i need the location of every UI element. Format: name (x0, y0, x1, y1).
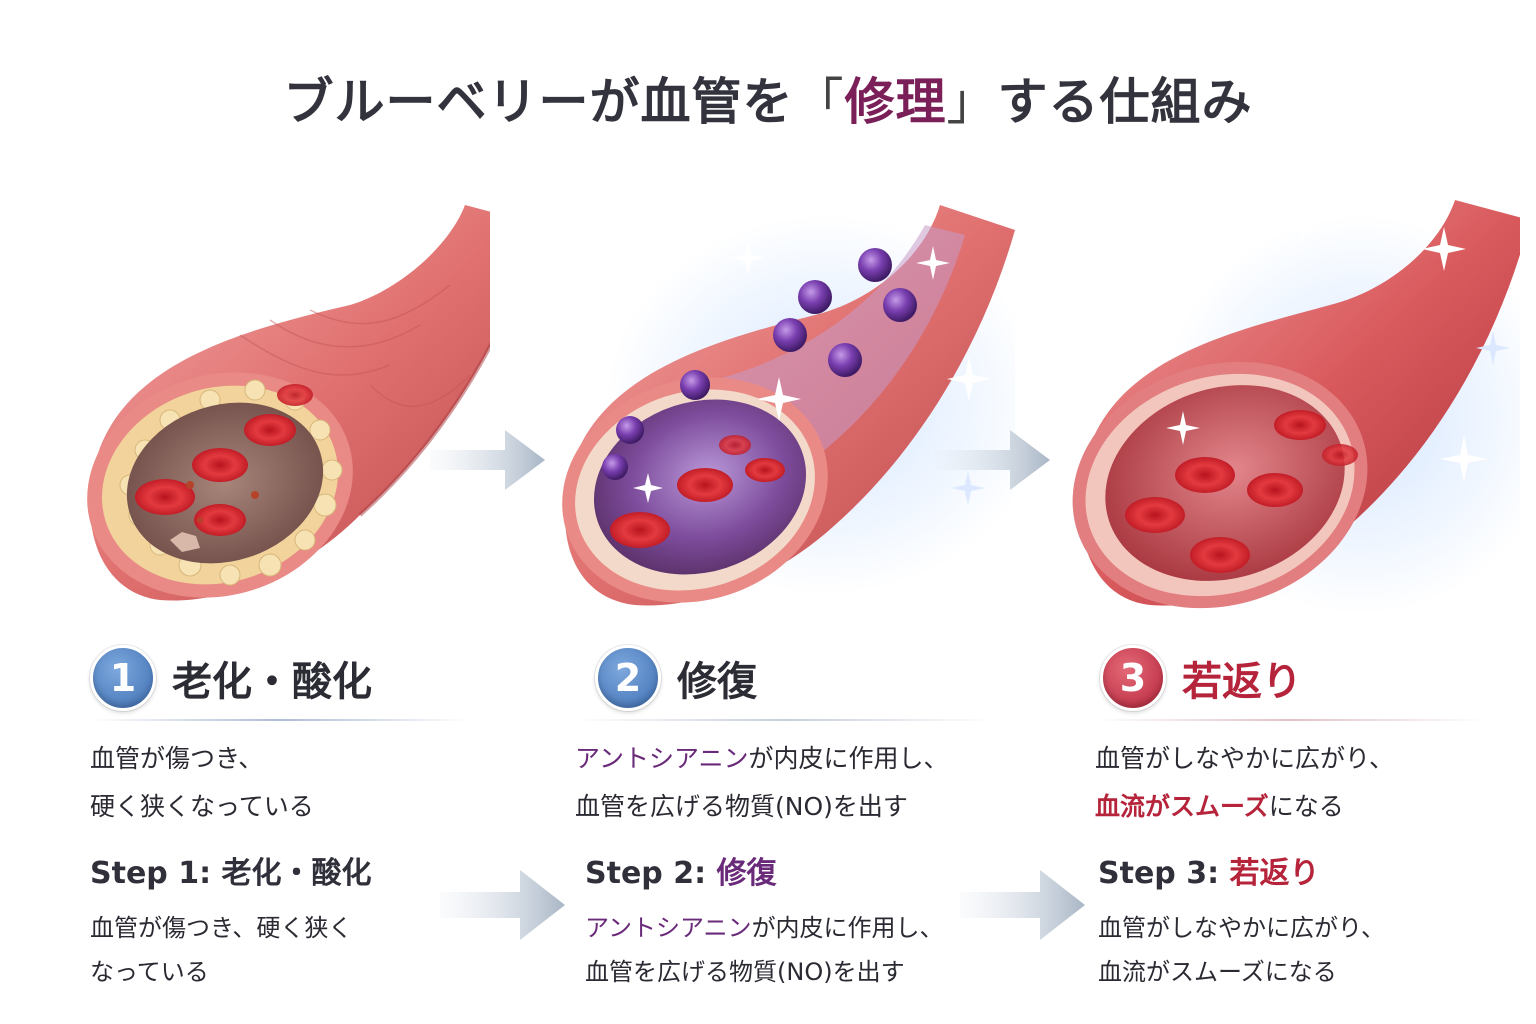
divider (1095, 719, 1485, 721)
panel-3: 3 若返り 血管がしなやかに広がり、 血流がスムーズになる (1095, 644, 1485, 831)
title-highlight: 修理 (844, 73, 947, 131)
panel-heading-text: 若返り (1182, 659, 1302, 705)
desc-text: が内皮に作用し、 (751, 914, 944, 942)
desc-line: 血管を広げる物質(NO)を出す (575, 792, 908, 821)
title-close-bracket: 」 (946, 73, 998, 131)
step-desc-line: 血管がしなやかに広がり、 (1098, 914, 1386, 942)
panel-1: 1 老化・酸化 血管が傷つき、 硬く狭くなっている (89, 644, 470, 831)
title-post: する仕組み (997, 73, 1253, 131)
page-title: ブルーベリーが血管を「修理」する仕組み (0, 62, 1536, 134)
step-desc-line: 血管が傷つき、硬く狭く (90, 914, 353, 942)
step-desc-line: アントシアニンが内皮に作用し、 (585, 906, 944, 950)
vessel-aged-illustration (70, 185, 490, 640)
step-1-description: 血管が傷つき、硬く狭く なっている (90, 906, 352, 994)
panel-2-heading: 2 修復 (594, 644, 995, 712)
divider (575, 719, 995, 721)
title-pre: ブルーベリーが血管を (283, 73, 794, 131)
right-arrow-icon (960, 870, 1085, 940)
step-2-description: アントシアニンが内皮に作用し、 血管を広げる物質(NO)を出す (585, 906, 944, 994)
panel-heading-text: 老化・酸化 (172, 659, 372, 705)
right-arrow-icon (935, 430, 1050, 490)
blood-flow-highlight: 血流がスムーズ (1095, 792, 1269, 821)
right-arrow-icon (430, 430, 545, 490)
step-desc-line: なっている (90, 958, 209, 986)
step-label: Step 3: (1098, 856, 1230, 891)
panel-description: アントシアニンが内皮に作用し、 血管を広げる物質(NO)を出す (575, 735, 995, 831)
vessel-rejuvenated-illustration (1060, 185, 1520, 640)
step-2-title: Step 2: 修復 (585, 848, 777, 892)
anthocyanin-highlight: アントシアニン (575, 744, 749, 773)
sparkle-icon (633, 241, 991, 503)
step-name: 若返り (1229, 856, 1320, 891)
desc-line: 血管が傷つき、 (90, 744, 264, 773)
panel-description: 血管が傷つき、 硬く狭くなっている (90, 735, 470, 831)
desc-line: アントシアニンが内皮に作用し、 (575, 735, 995, 783)
number-badge: 2 (594, 644, 662, 712)
panel-1-heading: 1 老化・酸化 (89, 644, 470, 712)
vessel-repair-illustration (545, 185, 1015, 640)
number-badge: 3 (1099, 644, 1167, 712)
desc-text: が内皮に作用し、 (748, 744, 949, 773)
step-3-title: Step 3: 若返り (1098, 848, 1320, 892)
desc-line: 血管がしなやかに広がり、 (1095, 744, 1395, 773)
panel-3-heading: 3 若返り (1099, 644, 1485, 712)
step-desc-line: 血流がスムーズになる (1098, 958, 1337, 986)
right-arrow-icon (440, 870, 565, 940)
step-label: Step 2: (585, 856, 717, 891)
desc-line: 血流がスムーズになる (1095, 783, 1485, 831)
step-1-title: Step 1: 老化・酸化 (90, 848, 372, 892)
step-name: 修復 (716, 856, 777, 891)
panel-2: 2 修復 アントシアニンが内皮に作用し、 血管を広げる物質(NO)を出す (575, 644, 995, 831)
title-open-bracket: 「 (793, 73, 845, 131)
step-label: Step 1: (90, 856, 222, 891)
divider (90, 719, 470, 721)
panel-description: 血管がしなやかに広がり、 血流がスムーズになる (1095, 735, 1485, 831)
desc-text: になる (1268, 792, 1344, 821)
anthocyanin-highlight: アントシアニン (585, 914, 752, 942)
step-name: 老化・酸化 (221, 856, 372, 891)
desc-line: 硬く狭くなっている (90, 792, 314, 821)
panel-heading-text: 修復 (677, 659, 757, 705)
number-badge: 1 (89, 644, 157, 712)
step-desc-line: 血管を広げる物質(NO)を出す (585, 958, 905, 986)
step-3-description: 血管がしなやかに広がり、 血流がスムーズになる (1098, 906, 1385, 994)
